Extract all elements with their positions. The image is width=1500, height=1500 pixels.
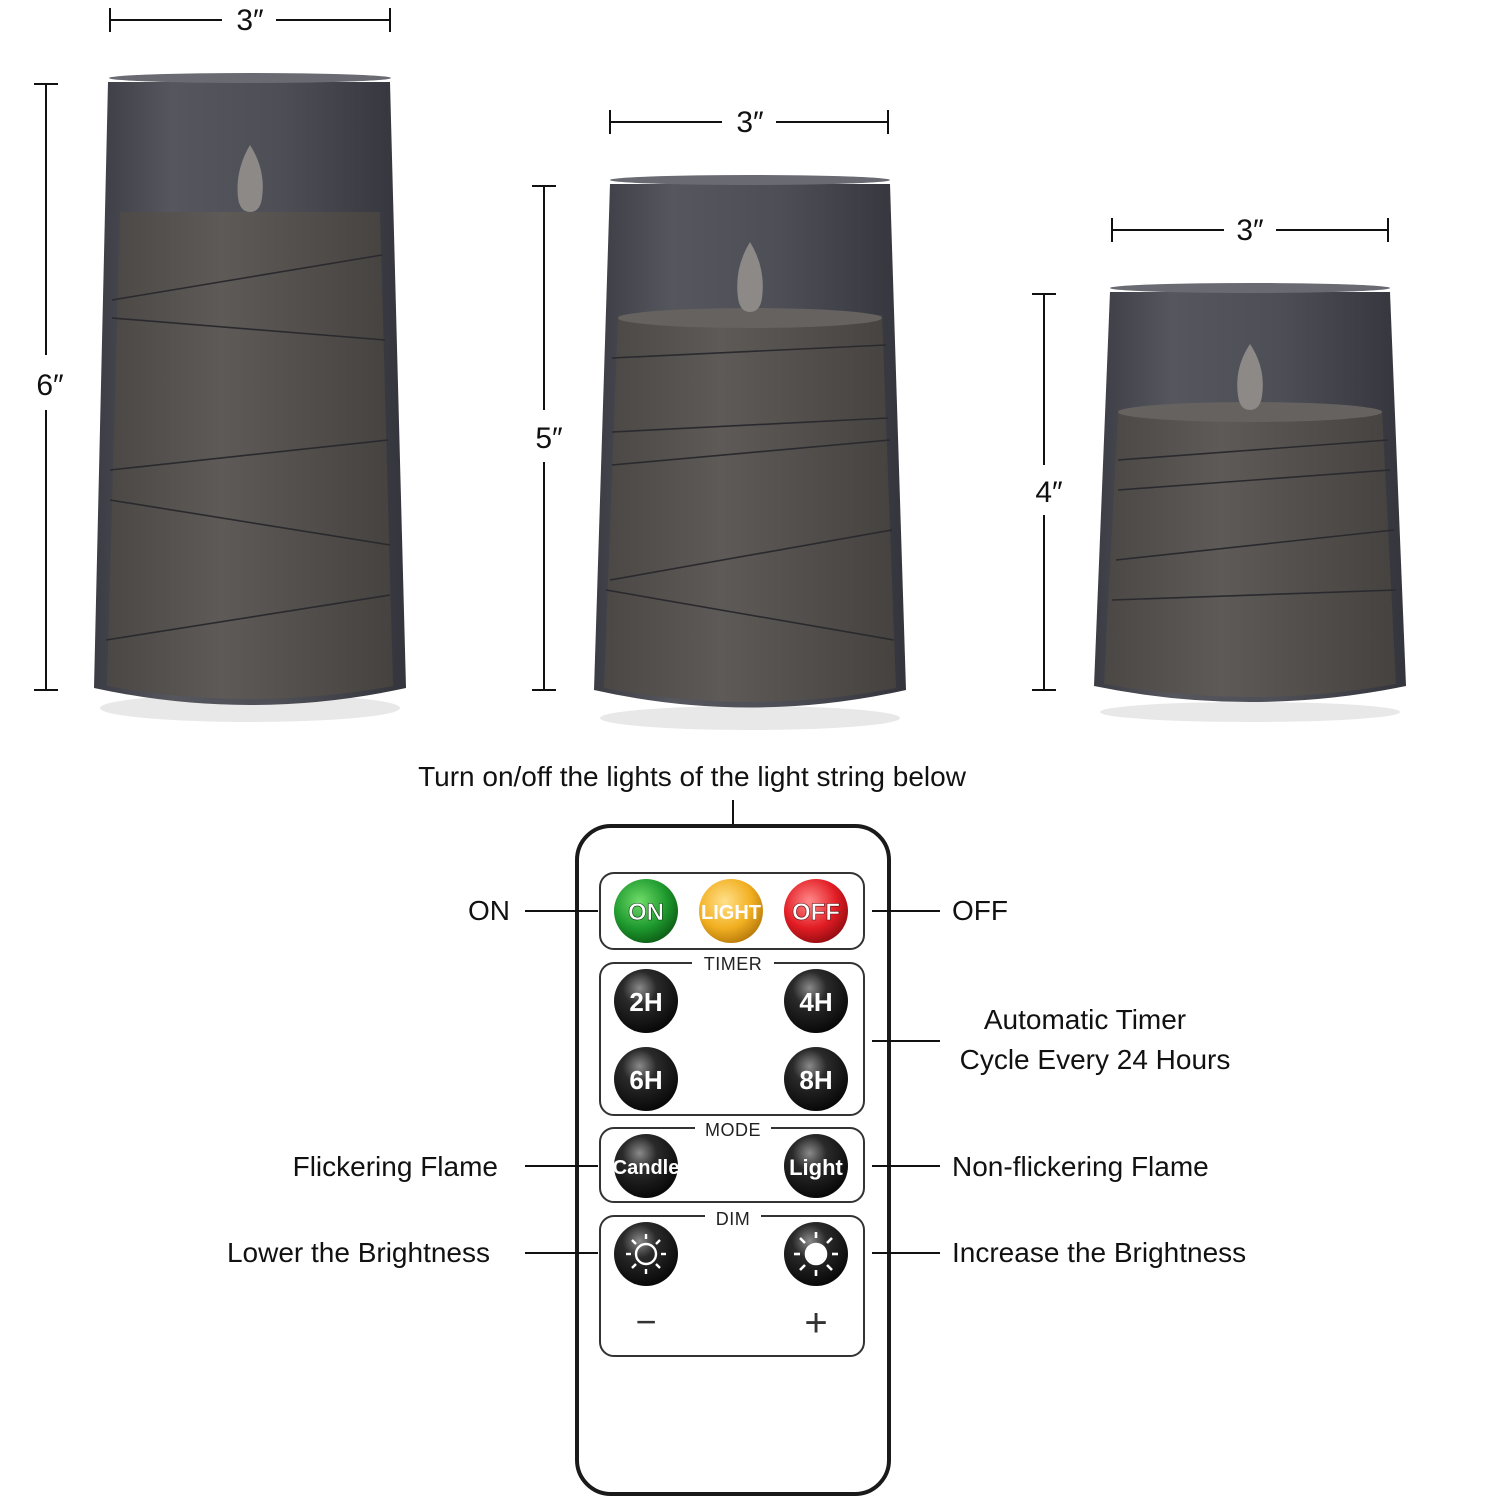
flame-icon <box>237 145 263 212</box>
callout-non-flickering: Non-flickering Flame <box>952 1151 1209 1182</box>
svg-text:Candle: Candle <box>613 1157 680 1179</box>
sun-outline-icon <box>626 1234 666 1274</box>
plus-sign: + <box>804 1301 827 1345</box>
light-string <box>1111 439 1397 601</box>
power-panel <box>599 872 865 950</box>
candle-3-width: 3″ <box>1236 214 1264 247</box>
candle-small <box>1094 283 1406 722</box>
candle-2-height: 5″ <box>535 422 563 455</box>
remote-control: ON LIGHT OFF TIMER 2H 4H 6H 8H <box>575 824 891 1496</box>
timer-section-label: TIMER <box>704 954 763 974</box>
svg-text:2H: 2H <box>629 987 662 1017</box>
candle-1-height: 6″ <box>36 369 64 402</box>
svg-text:LIGHT: LIGHT <box>701 902 761 924</box>
dim-section-label: DIM <box>716 1209 751 1229</box>
dim-down-button[interactable] <box>614 1222 678 1286</box>
dimension-height-1: 6″ <box>34 83 64 691</box>
callout-timer-line2: Cycle Every 24 Hours <box>960 1044 1231 1075</box>
callout-timer-line1: Automatic Timer <box>984 1004 1186 1035</box>
timer-4h-button[interactable]: 4H <box>784 969 848 1033</box>
dimension-height-2: 5″ <box>532 185 563 691</box>
wax-pillar <box>604 315 896 702</box>
callout-lower-brightness: Lower the Brightness <box>227 1237 490 1268</box>
wax-pillar <box>1104 410 1396 697</box>
svg-text:ON: ON <box>628 899 664 926</box>
candle-large <box>94 73 406 722</box>
callouts: ON OFF Automatic Timer Cycle Every 24 Ho… <box>227 895 1246 1268</box>
callout-increase-brightness: Increase the Brightness <box>952 1237 1246 1268</box>
timer-2h-button[interactable]: 2H <box>614 969 678 1033</box>
dim-up-button[interactable] <box>784 1222 848 1286</box>
minus-sign: − <box>635 1301 656 1342</box>
candle-2-width: 3″ <box>736 106 764 139</box>
timer-6h-button[interactable]: 6H <box>614 1047 678 1111</box>
svg-text:4H: 4H <box>799 987 832 1017</box>
callout-flickering: Flickering Flame <box>293 1151 498 1182</box>
candle-medium <box>594 175 906 730</box>
mode-section-label: MODE <box>705 1120 761 1140</box>
light-string <box>605 344 895 641</box>
svg-text:OFF: OFF <box>792 899 840 926</box>
off-button[interactable]: OFF <box>784 879 848 943</box>
flame-icon <box>737 242 763 312</box>
light-string <box>105 254 391 641</box>
callout-on: ON <box>468 895 510 926</box>
candle-1-width: 3″ <box>236 4 264 37</box>
dimension-width-2: 3″ <box>609 106 889 139</box>
on-button[interactable]: ON <box>614 879 678 943</box>
timer-8h-button[interactable]: 8H <box>784 1047 848 1111</box>
dimension-width-3: 3″ <box>1111 214 1389 247</box>
light-mode-button[interactable]: Light <box>784 1134 848 1198</box>
svg-text:8H: 8H <box>799 1065 832 1095</box>
candle-mode-button[interactable]: Candle <box>613 1134 680 1198</box>
sun-filled-icon <box>794 1232 838 1276</box>
flame-icon <box>1237 344 1263 410</box>
svg-text:6H: 6H <box>629 1065 662 1095</box>
candle-3-height: 4″ <box>1035 476 1063 509</box>
light-string-note: Turn on/off the lights of the light stri… <box>418 761 967 792</box>
dimension-height-3: 4″ <box>1032 293 1063 691</box>
dimension-width-1: 3″ <box>109 4 391 37</box>
light-button[interactable]: LIGHT <box>699 879 763 943</box>
callout-off: OFF <box>952 895 1008 926</box>
svg-text:Light: Light <box>789 1155 843 1180</box>
